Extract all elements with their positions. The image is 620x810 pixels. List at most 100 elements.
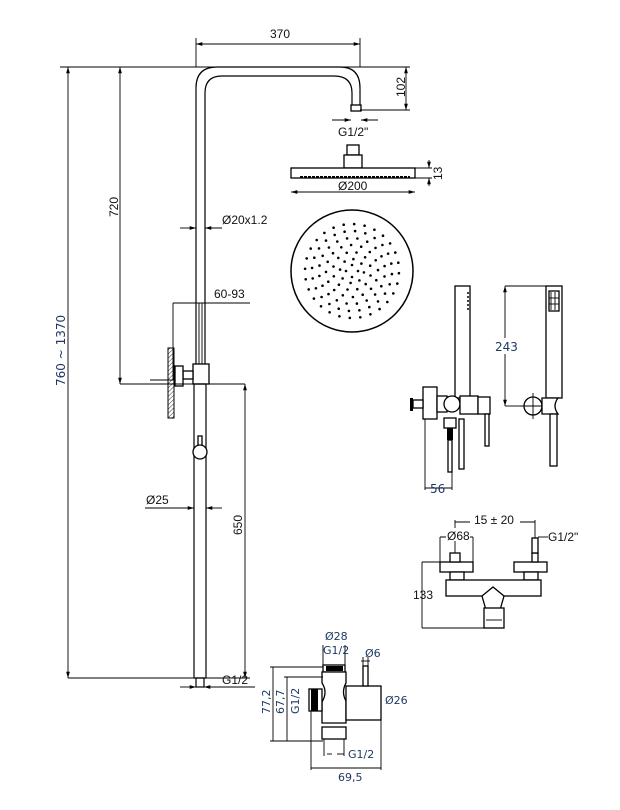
- nozzle: [341, 294, 345, 297]
- arm-connector: [350, 104, 362, 112]
- nozzle: [317, 247, 321, 250]
- nozzle: [312, 297, 316, 300]
- wall-section: [167, 347, 175, 419]
- nozzle: [323, 231, 326, 235]
- nozzle: [356, 237, 359, 240]
- dim-mixer-height: 133: [413, 588, 433, 602]
- nozzle: [365, 299, 369, 302]
- nozzle: [318, 274, 321, 278]
- nozzle: [352, 257, 355, 261]
- nozzle: [332, 288, 336, 292]
- nozzle: [327, 246, 331, 249]
- nozzle: [349, 281, 352, 285]
- nozzle: [397, 261, 400, 265]
- nozzle: [310, 266, 314, 270]
- nozzle: [373, 228, 376, 231]
- nozzle: [360, 262, 363, 265]
- nozzle: [342, 223, 346, 226]
- dim-diverter-side-thread: G1/2: [289, 688, 302, 714]
- nozzle: [381, 243, 384, 247]
- dim-hand-shower-length: 243: [495, 340, 518, 354]
- bracket-stem: [182, 370, 194, 380]
- nozzle: [337, 256, 340, 260]
- nozzle: [321, 284, 324, 288]
- nozzle: [303, 267, 307, 271]
- nozzle: [386, 252, 390, 255]
- nozzle: [341, 277, 344, 280]
- nozzle: [368, 305, 371, 309]
- nozzle: [369, 313, 372, 316]
- nozzle: [349, 243, 353, 247]
- nozzle: [314, 287, 318, 290]
- nozzle: [369, 274, 372, 277]
- nozzle: [335, 299, 339, 302]
- nozzle: [356, 287, 359, 291]
- dim-inlet-thread: G1/2": [548, 530, 578, 544]
- nozzle: [355, 251, 358, 254]
- dim-total-height: 760 ~ 1370: [54, 315, 68, 386]
- hand-shower-side: [520, 285, 563, 467]
- dim-arm-length: 370: [270, 27, 290, 41]
- nozzle: [333, 233, 337, 237]
- nozzle: [381, 234, 385, 237]
- dim-lower-height: 650: [231, 515, 245, 535]
- shower-head-side: [290, 144, 416, 179]
- nozzle: [390, 262, 393, 265]
- nozzle: [336, 240, 339, 243]
- nozzle: [380, 254, 383, 258]
- nozzle: [328, 302, 331, 306]
- nozzle: [343, 260, 346, 263]
- dim-diverter-bottom-thread: G1/2: [348, 748, 374, 761]
- mixer-lever: [484, 413, 490, 447]
- dim-diverter-height-total: 77,2: [260, 690, 273, 715]
- nozzle: [369, 287, 373, 291]
- hand-shower-front: [410, 285, 491, 473]
- dim-arm-drop: 102: [394, 77, 408, 97]
- nozzle: [331, 251, 335, 255]
- dim-centres: 15 ± 20: [474, 513, 514, 527]
- nozzle: [304, 278, 308, 281]
- nozzle: [375, 278, 378, 282]
- nozzle: [373, 293, 377, 296]
- nozzle: [324, 270, 328, 274]
- nozzle: [358, 279, 361, 282]
- mixer-lever-head: [477, 396, 491, 415]
- dim-wall-distance: 60-93: [214, 287, 245, 301]
- nozzle: [346, 288, 349, 291]
- mixer-cartridge: [483, 607, 505, 629]
- dim-diverter-pin: Ø6: [365, 647, 381, 660]
- shower-head-front: [290, 209, 414, 333]
- upper-tube-inner: [204, 75, 353, 370]
- dim-mixer-depth: 56: [430, 482, 445, 496]
- diverter-side-body: [345, 685, 382, 721]
- nozzle: [332, 226, 335, 229]
- nozzle: [358, 309, 361, 312]
- diverter-knob: [192, 444, 208, 460]
- dim-upper-height: 720: [107, 197, 121, 217]
- nozzle: [319, 305, 323, 308]
- nozzle: [383, 275, 386, 278]
- dim-diverter-top-thread: G1/2: [323, 644, 349, 657]
- nozzle: [368, 250, 372, 254]
- nozzle: [320, 295, 323, 299]
- nozzle: [394, 251, 397, 254]
- nozzle: [362, 271, 366, 274]
- dim-diverter-top-diameter: Ø28: [325, 630, 348, 643]
- nozzle: [383, 292, 387, 295]
- nozzle: [318, 264, 321, 267]
- nozzle: [396, 282, 399, 285]
- dim-diverter-width: 69,5: [338, 771, 363, 784]
- nozzle: [359, 316, 362, 319]
- nozzle: [392, 292, 395, 295]
- bar-mixer: [439, 537, 548, 629]
- nozzle: [313, 256, 316, 260]
- nozzle: [337, 307, 341, 311]
- nozzle: [397, 271, 401, 275]
- nozzle: [374, 259, 378, 262]
- nozzle: [347, 309, 351, 313]
- nozzle: [364, 232, 367, 235]
- dim-diverter-height-inner: 67,7: [274, 690, 287, 715]
- nozzle: [350, 275, 354, 279]
- escutcheon-left: [439, 561, 474, 573]
